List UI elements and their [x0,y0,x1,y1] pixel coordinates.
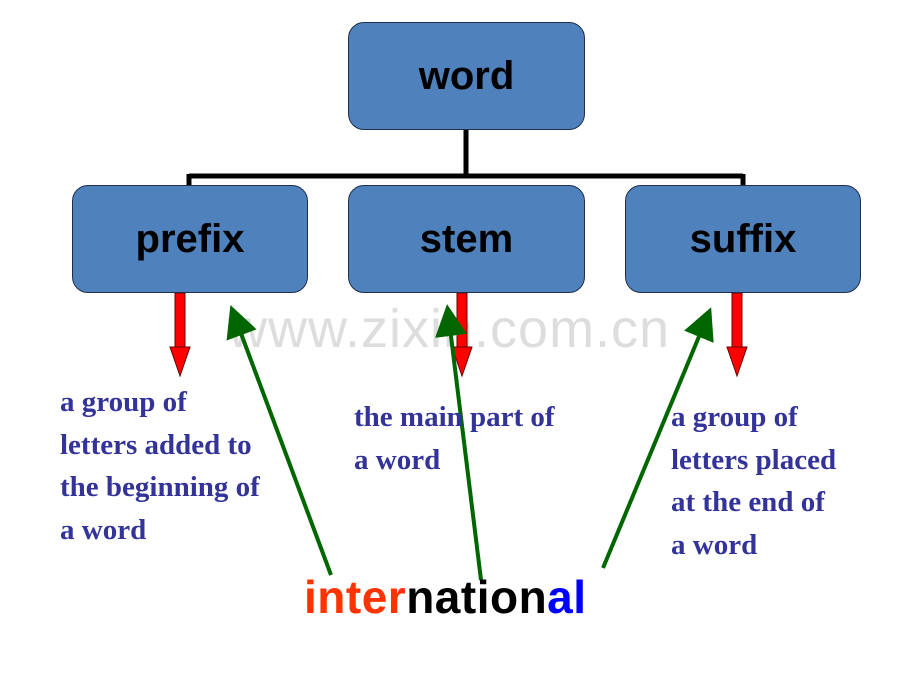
green-arrow-stem [435,304,483,581]
word-box: word [348,22,585,130]
stem-description: the main part of a word [354,401,555,476]
green-arrow-suffix [601,307,714,569]
red-arrow-suffix [726,292,748,378]
example-word: international [304,570,587,624]
green-arrow-prefix [226,305,333,576]
example-suffix: al [547,571,587,623]
tree-connector [186,130,746,186]
stem-box: stem [348,185,585,293]
example-stem: nation [406,571,548,623]
suffix-box: suffix [625,185,861,293]
prefix-description: a group of letters added to the beginnin… [60,386,260,546]
example-prefix: inter [304,571,407,623]
suffix-description: a group of letters placed at the end of … [671,401,837,561]
red-arrow-prefix [169,292,191,378]
prefix-box: prefix [72,185,308,293]
